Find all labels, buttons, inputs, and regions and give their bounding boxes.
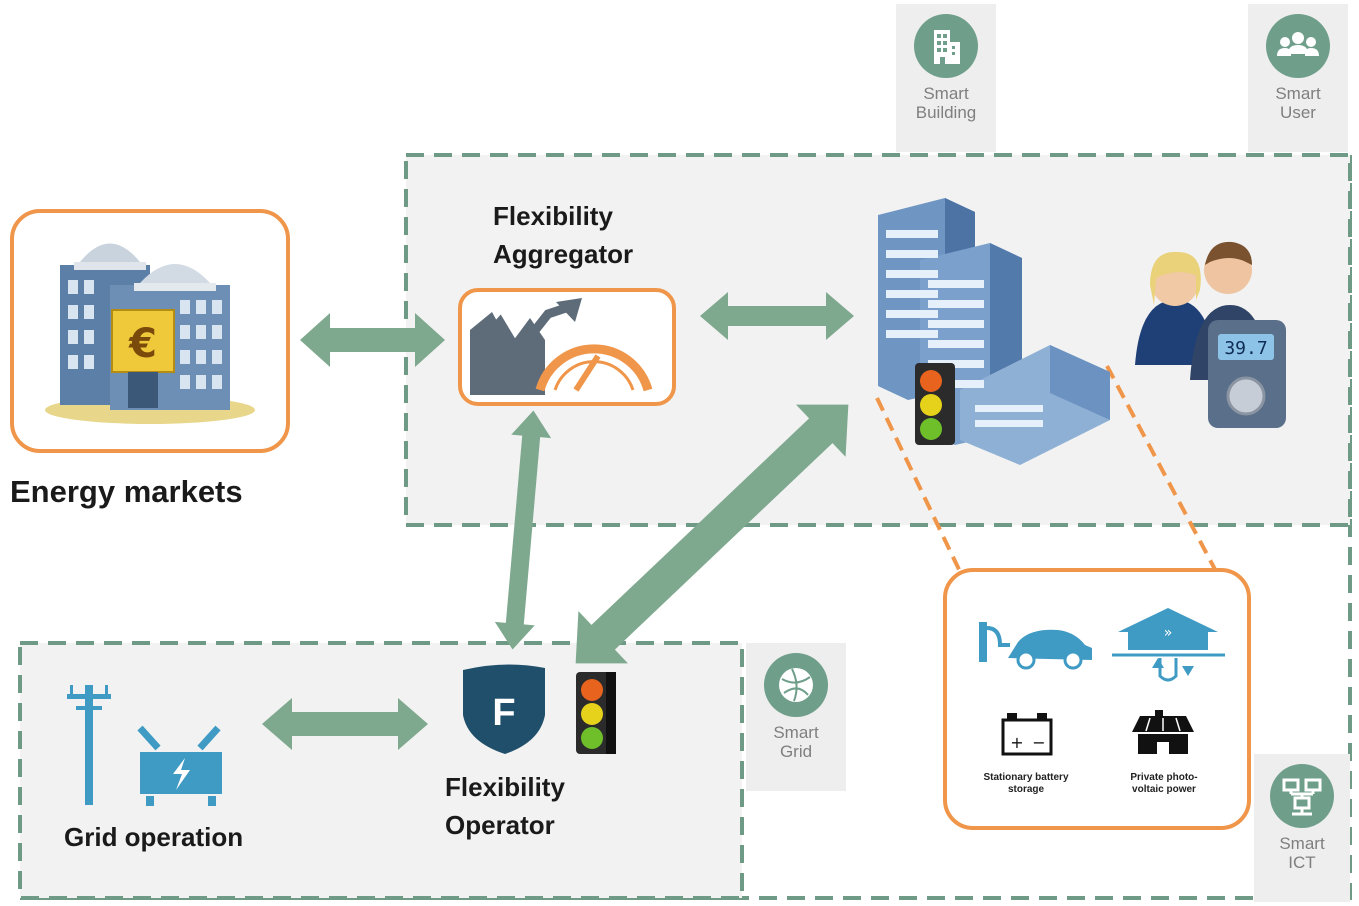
building-icon	[914, 14, 978, 78]
arrows	[262, 292, 854, 750]
aggregator-label-line2: Aggregator	[493, 239, 634, 269]
tag-smart-ict-line2: ICT	[1288, 853, 1316, 872]
transformer-icon	[137, 725, 222, 806]
tag-smart-user-line1: Smart	[1275, 84, 1321, 103]
tag-smart-ict-line1: Smart	[1279, 834, 1325, 853]
aggregator-label-line1: Flexibility	[493, 201, 613, 231]
trend-gauge-icon	[470, 298, 653, 395]
arrow-aggregator-operator	[494, 410, 552, 650]
tag-smart-grid-line1: Smart	[773, 723, 819, 742]
battery-icon: + −	[1001, 713, 1053, 756]
tag-smart-grid: Smart Grid	[746, 643, 846, 791]
svg-text:−: −	[1032, 733, 1045, 752]
pv-caption-line2: voltaic power	[1132, 784, 1196, 795]
thermostat-icon: 39.7	[1208, 320, 1286, 428]
thermostat-display: 39.7	[1224, 338, 1267, 359]
pv-caption-line1: Private photo-	[1130, 772, 1198, 783]
tag-smart-building: Smart Building	[896, 4, 996, 152]
battery-caption-line2: storage	[1007, 784, 1045, 795]
network-icon	[1270, 764, 1334, 828]
der-connector-left	[875, 397, 966, 581]
arrow-building-operator	[575, 404, 849, 664]
heat-pump-icon: »	[1112, 608, 1225, 682]
operator-badge-letter: F	[492, 692, 515, 734]
office-building-icon	[878, 198, 1110, 465]
arrow-grid-operator	[262, 698, 428, 750]
arrow-markets-aggregator	[300, 313, 445, 367]
arrow-aggregator-building	[700, 292, 854, 340]
svg-text:+: +	[1010, 733, 1023, 752]
tag-smart-grid-line2: Grid	[779, 742, 813, 761]
grid-panel	[18, 641, 744, 900]
pv-caption: Private photo- voltaic power	[1104, 772, 1224, 796]
grid-operation-label: Grid operation	[64, 822, 244, 852]
solar-house-icon	[1132, 710, 1194, 754]
tag-smart-building-line1: Smart	[923, 84, 969, 103]
globe-icon	[764, 653, 828, 717]
traffic-light-icon	[915, 363, 955, 445]
der-connector-right	[1105, 365, 1220, 576]
operator-label-line1: Flexibility	[445, 772, 565, 802]
svg-text:€: €	[128, 321, 157, 367]
tag-smart-ict: Smart ICT	[1254, 754, 1350, 902]
tag-smart-user: Smart User	[1248, 4, 1348, 152]
power-pole-icon	[67, 685, 111, 805]
tag-smart-building-line2: Building	[915, 103, 977, 122]
battery-caption-line1: Stationary battery	[983, 772, 1069, 783]
shield-icon: F	[463, 664, 545, 754]
svg-text:»: »	[1164, 625, 1173, 641]
stock-exchange-icon: €	[45, 243, 255, 424]
tag-smart-user-line2: User	[1280, 103, 1316, 122]
traffic-light-icon	[576, 672, 616, 754]
ev-charging-icon	[979, 622, 1092, 670]
energy-markets-label: Energy markets	[10, 474, 243, 509]
battery-caption: Stationary battery storage	[966, 772, 1086, 796]
users-icon	[1266, 14, 1330, 78]
operator-label-line2: Operator	[445, 810, 555, 840]
